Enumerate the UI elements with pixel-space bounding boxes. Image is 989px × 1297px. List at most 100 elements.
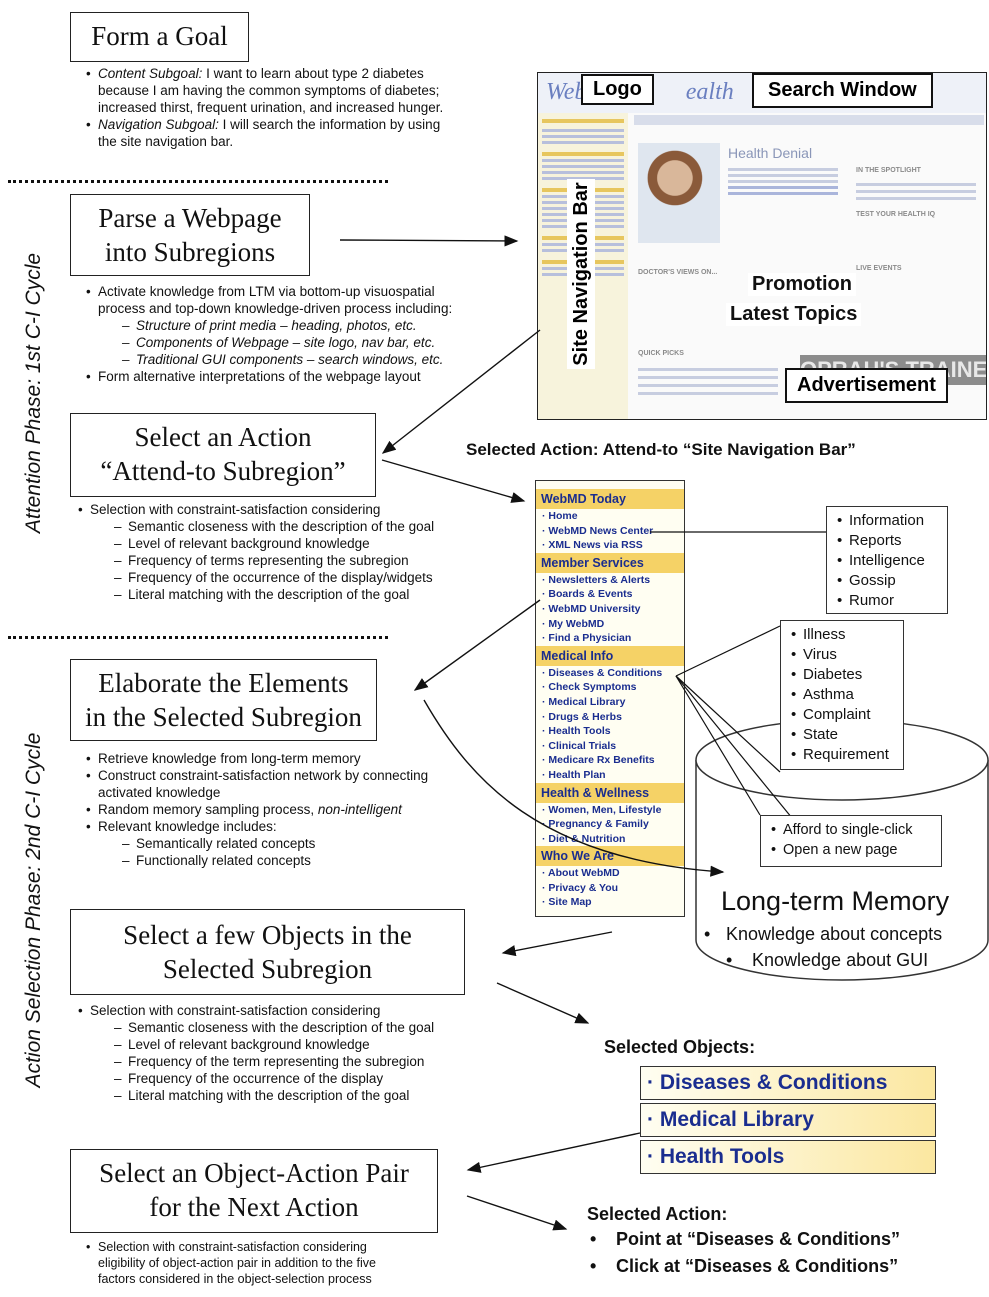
select-pair-title-line1: Select an Object-Action Pair [99, 1158, 409, 1188]
parse-bullets: Activate knowledge from LTM via bottom-u… [86, 283, 452, 385]
form-goal-title: Form a Goal [91, 21, 228, 51]
news-assoc-item: Intelligence [837, 551, 937, 571]
ltm-gui-text: Knowledge about GUI [752, 950, 929, 970]
select-pair-bullets: Selection with constraint-satisfaction c… [86, 1239, 376, 1287]
nav-item-women-men[interactable]: · Women, Men, Lifestyle [542, 803, 662, 816]
select-pair-title-line2: for the Next Action [149, 1192, 359, 1222]
promo-headline: Health Denial [728, 145, 813, 161]
selected-object-health-tools[interactable]: · Health Tools [640, 1140, 936, 1174]
nav-item-home[interactable]: · Home [542, 510, 578, 522]
nav-item-boards[interactable]: · Boards & Events [542, 588, 633, 601]
parse-title-line2: into Subregions [104, 237, 276, 267]
elaborate-title-line1: Elaborate the Elements [98, 668, 349, 698]
select-action-bullets: Selection with constraint-satisfaction c… [78, 501, 434, 603]
navigation-subgoal-label: Navigation Subgoal: [98, 117, 219, 132]
disease-assoc-item: Virus [791, 645, 893, 665]
elaborate-bullet-1: Retrieve knowledge from long-term memory [86, 750, 428, 767]
ltm-concepts-text: Knowledge about concepts [726, 924, 943, 944]
select-action-box: Select an Action “Attend-to Subregion” [70, 413, 376, 497]
elaborate-bullets: Retrieve knowledge from long-term memory… [86, 750, 428, 869]
elaborate-dash-2: Functionally related concepts [86, 852, 428, 869]
latest-topics-label: Latest Topics [726, 303, 862, 326]
right-column-lines [856, 179, 976, 204]
select-action-title-line2: “Attend-to Subregion” [100, 456, 346, 486]
final-action-point: •Point at “Diseases & Conditions” [590, 1229, 901, 1249]
select-objects-bullet-1: Selection with constraint-satisfaction c… [78, 1002, 434, 1019]
nav-item-university[interactable]: · WebMD University [542, 602, 641, 615]
select-objects-box: Select a few Objects in the Selected Sub… [70, 909, 465, 995]
gui-association-box: Afford to single-click Open a new page [760, 815, 942, 867]
nav-item-privacy[interactable]: · Privacy & You [542, 881, 619, 894]
nav-item-my-webmd[interactable]: · My WebMD [542, 617, 605, 630]
search-window-label: Search Window [752, 73, 933, 108]
elaborate-bullet-3-italic: non-intelligent [317, 802, 402, 817]
selected-object-diseases[interactable]: · Diseases & Conditions [640, 1066, 936, 1100]
ltm-title: Long-term Memory [721, 886, 950, 916]
nav-item-medical-library[interactable]: · Medical Library [542, 695, 626, 708]
elaborate-title-line2: in the Selected Subregion [85, 702, 362, 732]
quick-picks-label: QUICK PICKS [638, 350, 684, 357]
nav-item-diet[interactable]: · Diet & Nutrition [542, 832, 626, 845]
promo-lines [728, 165, 838, 198]
select-action-dash-2: Level of relevant background knowledge [78, 535, 434, 552]
elaborate-bullet-3: Random memory sampling process, [98, 802, 318, 817]
elaborate-dash-1: Semantically related concepts [86, 835, 428, 852]
select-objects-title-line2: Selected Subregion [162, 954, 373, 984]
select-objects-dash-4: Frequency of the occurrence of the displ… [78, 1070, 434, 1087]
ltm-item-concepts: •Knowledge about concepts [704, 924, 943, 944]
select-objects-dash-1: Semantic closeness with the description … [78, 1019, 434, 1036]
advertisement-label: Advertisement [785, 368, 948, 403]
elaborate-box: Elaborate the Elements in the Selected S… [70, 659, 377, 741]
selected-object-medical-library[interactable]: · Medical Library [640, 1103, 936, 1137]
gui-assoc-item: Afford to single-click [771, 820, 931, 840]
nav-section-member-services: Member Services [536, 552, 684, 573]
final-action-point-text: Point at “Diseases & Conditions” [616, 1229, 901, 1249]
content-subgoal-text: I want to learn about type 2 diabetes [202, 66, 424, 81]
select-pair-box: Select an Object-Action Pair for the Nex… [70, 1149, 438, 1233]
nav-item-health-tools[interactable]: · Health Tools [542, 725, 611, 738]
logo-label: Logo [581, 74, 654, 105]
select-objects-bullets: Selection with constraint-satisfaction c… [78, 1002, 434, 1104]
doctors-views-label: DOCTOR'S VIEWS ON... [638, 269, 718, 276]
nav-item-news-center[interactable]: · WebMD News Center [542, 524, 654, 537]
content-subgoal-line3: increased thirst, frequent urination, an… [98, 100, 444, 115]
nav-item-pregnancy[interactable]: · Pregnancy & Family [542, 818, 649, 831]
disease-assoc-item: Diabetes [791, 665, 893, 685]
webpage-screenshot: WebMDealth Health Denial DOCTOR'S [537, 72, 987, 420]
news-association-box: Information Reports Intelligence Gossip … [826, 506, 948, 614]
nav-item-medicare[interactable]: · Medicare Rx Benefits [542, 754, 655, 767]
nav-item-newsletters[interactable]: · Newsletters & Alerts [542, 573, 651, 586]
parse-dash-1: Structure of print media – heading, phot… [86, 317, 452, 334]
disease-assoc-item: Asthma [791, 685, 893, 705]
elaborate-bullet-2-line2: activated knowledge [98, 785, 221, 800]
elaborate-bullet-4: Relevant knowledge includes: [86, 818, 428, 835]
select-action-dash-1: Semantic closeness with the description … [78, 518, 434, 535]
nav-item-find-physician[interactable]: · Find a Physician [542, 632, 632, 645]
test-label: TEST YOUR HEALTH IQ [856, 211, 936, 218]
select-objects-dash-3: Frequency of the term representing the s… [78, 1053, 434, 1070]
nav-item-clinical-trials[interactable]: · Clinical Trials [542, 739, 617, 752]
parse-dash-3: Traditional GUI components – search wind… [86, 351, 452, 368]
nav-section-health-wellness: Health & Wellness [536, 782, 684, 803]
select-pair-bullet-1: Selection with constraint-satisfaction c… [86, 1239, 376, 1255]
nav-item-news-rss[interactable]: · XML News via RSS [542, 539, 643, 552]
nav-item-site-map[interactable]: · Site Map [542, 896, 592, 909]
select-pair-line2: eligibility of object-action pair in add… [98, 1256, 376, 1270]
parse-dash-2: Components of Webpage – site logo, nav b… [86, 334, 452, 351]
phase-divider-1 [8, 180, 388, 183]
promotion-label: Promotion [748, 273, 856, 296]
select-objects-title-line1: Select a few Objects in the [123, 920, 412, 950]
quick-picks-lines [638, 363, 778, 400]
nav-item-about[interactable]: · About WebMD [542, 867, 620, 880]
nav-item-diseases-conditions[interactable]: · Diseases & Conditions [542, 666, 663, 679]
promo-photo [638, 143, 720, 243]
parse-bullet-1: Activate knowledge from LTM via bottom-u… [86, 283, 452, 300]
nav-item-check-symptoms[interactable]: · Check Symptoms [542, 681, 637, 694]
nav-item-health-plan[interactable]: · Health Plan [542, 768, 606, 781]
nav-item-drugs-herbs[interactable]: · Drugs & Herbs [542, 710, 622, 723]
brand-health: ealth [685, 79, 734, 105]
spotlight-label: IN THE SPOTLIGHT [856, 167, 921, 174]
final-action-heading: Selected Action: [587, 1204, 728, 1224]
disease-assoc-item: Complaint [791, 705, 893, 725]
disease-assoc-item: State [791, 725, 893, 745]
